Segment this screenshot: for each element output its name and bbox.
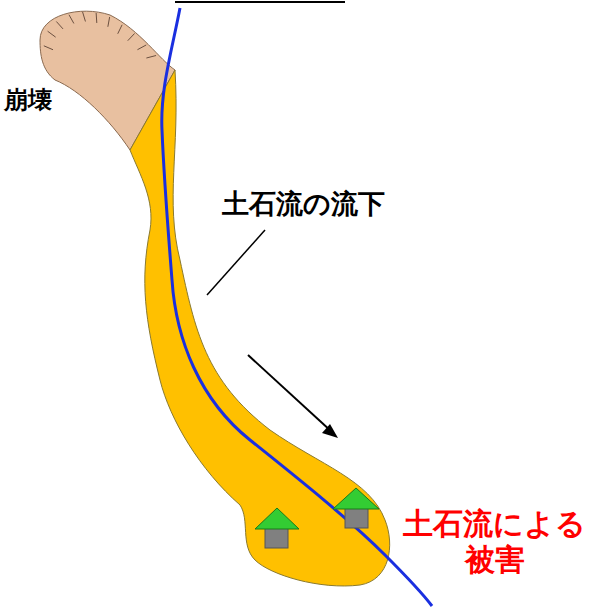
hatch-stroke bbox=[44, 46, 53, 50]
leader-line bbox=[207, 230, 265, 295]
flow-arrow bbox=[248, 355, 332, 432]
river bbox=[162, 8, 432, 606]
house-body bbox=[265, 528, 288, 548]
top-rule bbox=[175, 1, 345, 3]
flow-label: 土石流の流下 bbox=[222, 188, 385, 220]
hatch-stroke bbox=[96, 13, 98, 23]
collapse-hatch bbox=[44, 12, 156, 58]
house-roof bbox=[255, 508, 299, 529]
collapse-label: 崩壊 bbox=[4, 86, 52, 115]
hatch-stroke bbox=[48, 31, 56, 37]
debris-flow-area bbox=[130, 70, 390, 586]
house-body bbox=[345, 508, 368, 528]
flow-arrowhead bbox=[322, 424, 338, 438]
hatch-stroke bbox=[108, 17, 110, 27]
damage-label: 土石流による 被害 bbox=[392, 506, 597, 578]
hatch-stroke bbox=[137, 45, 146, 50]
hatch-stroke bbox=[69, 15, 74, 24]
house-roof bbox=[333, 488, 379, 509]
hatch-stroke bbox=[118, 25, 122, 34]
hatch-stroke bbox=[56, 21, 63, 28]
hatch-stroke bbox=[146, 56, 156, 59]
hatch-stroke bbox=[83, 12, 86, 22]
hatch-stroke bbox=[128, 33, 135, 40]
